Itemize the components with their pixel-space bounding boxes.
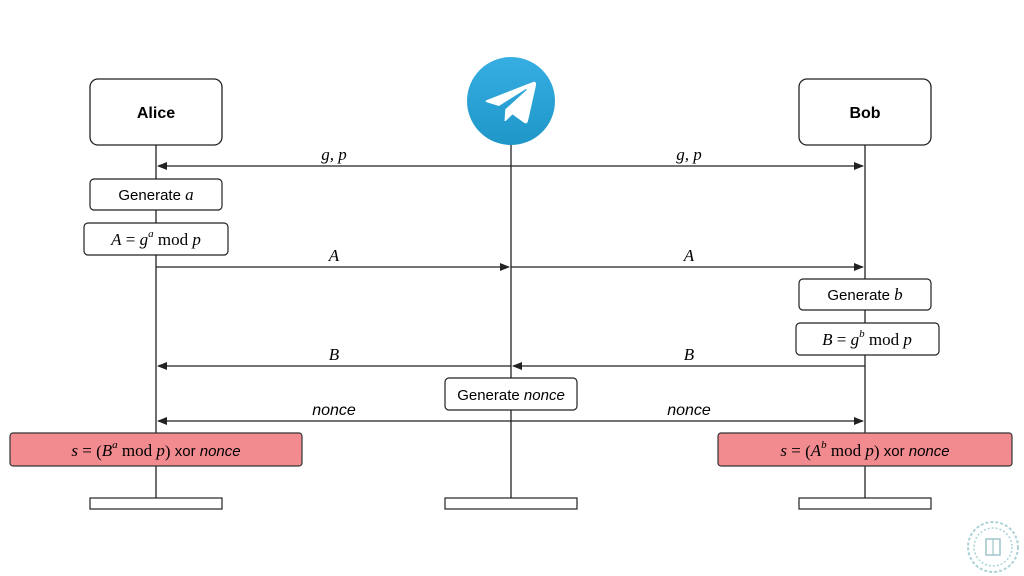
telegram-logo-icon (467, 57, 555, 145)
circular-seal-watermark-icon (967, 521, 1019, 573)
svg-text:Generate a: Generate a (118, 185, 193, 204)
alice-label: Alice (137, 105, 175, 122)
svg-text:s = (Ba mod p) xor nonce: s = (Ba mod p) xor nonce (71, 439, 240, 461)
B-label-left: B (329, 345, 340, 364)
bob-shared-secret-box: s = (Ab mod p) xor nonce (717, 432, 1013, 467)
A-label-left: A (328, 246, 340, 265)
server-generate-note: Generate nonce (444, 377, 578, 411)
svg-text:B = gb mod p: B = gb mod p (822, 328, 912, 349)
bob-compute-note: B = gb mod p (795, 322, 940, 356)
bob-lifeline-end (798, 497, 932, 510)
alice-actor: Alice (89, 78, 223, 146)
bob-actor: Bob (798, 78, 932, 146)
alice-shared-secret-box: s = (Ba mod p) xor nonce (9, 432, 303, 467)
A-label-right: A (683, 246, 695, 265)
alice-lifeline-end (89, 497, 223, 510)
B-label-right: B (684, 345, 695, 364)
bob-label: Bob (849, 105, 880, 122)
svg-text:s = (Ab mod p) xor nonce: s = (Ab mod p) xor nonce (780, 439, 949, 461)
g-p-label-right: g, p (676, 145, 702, 164)
server-lifeline-end (444, 497, 578, 510)
svg-text:A = ga mod p: A = ga mod p (110, 228, 201, 249)
nonce-label-left: nonce (312, 402, 356, 419)
alice-generate-note: Generate a (89, 178, 223, 211)
svg-text:Generate b: Generate b (827, 285, 902, 304)
nonce-label-right: nonce (667, 402, 711, 419)
svg-text:Generate nonce: Generate nonce (457, 387, 565, 404)
alice-compute-note: A = ga mod p (83, 222, 229, 256)
bob-generate-note: Generate b (798, 278, 932, 311)
g-p-label-left: g, p (321, 145, 347, 164)
